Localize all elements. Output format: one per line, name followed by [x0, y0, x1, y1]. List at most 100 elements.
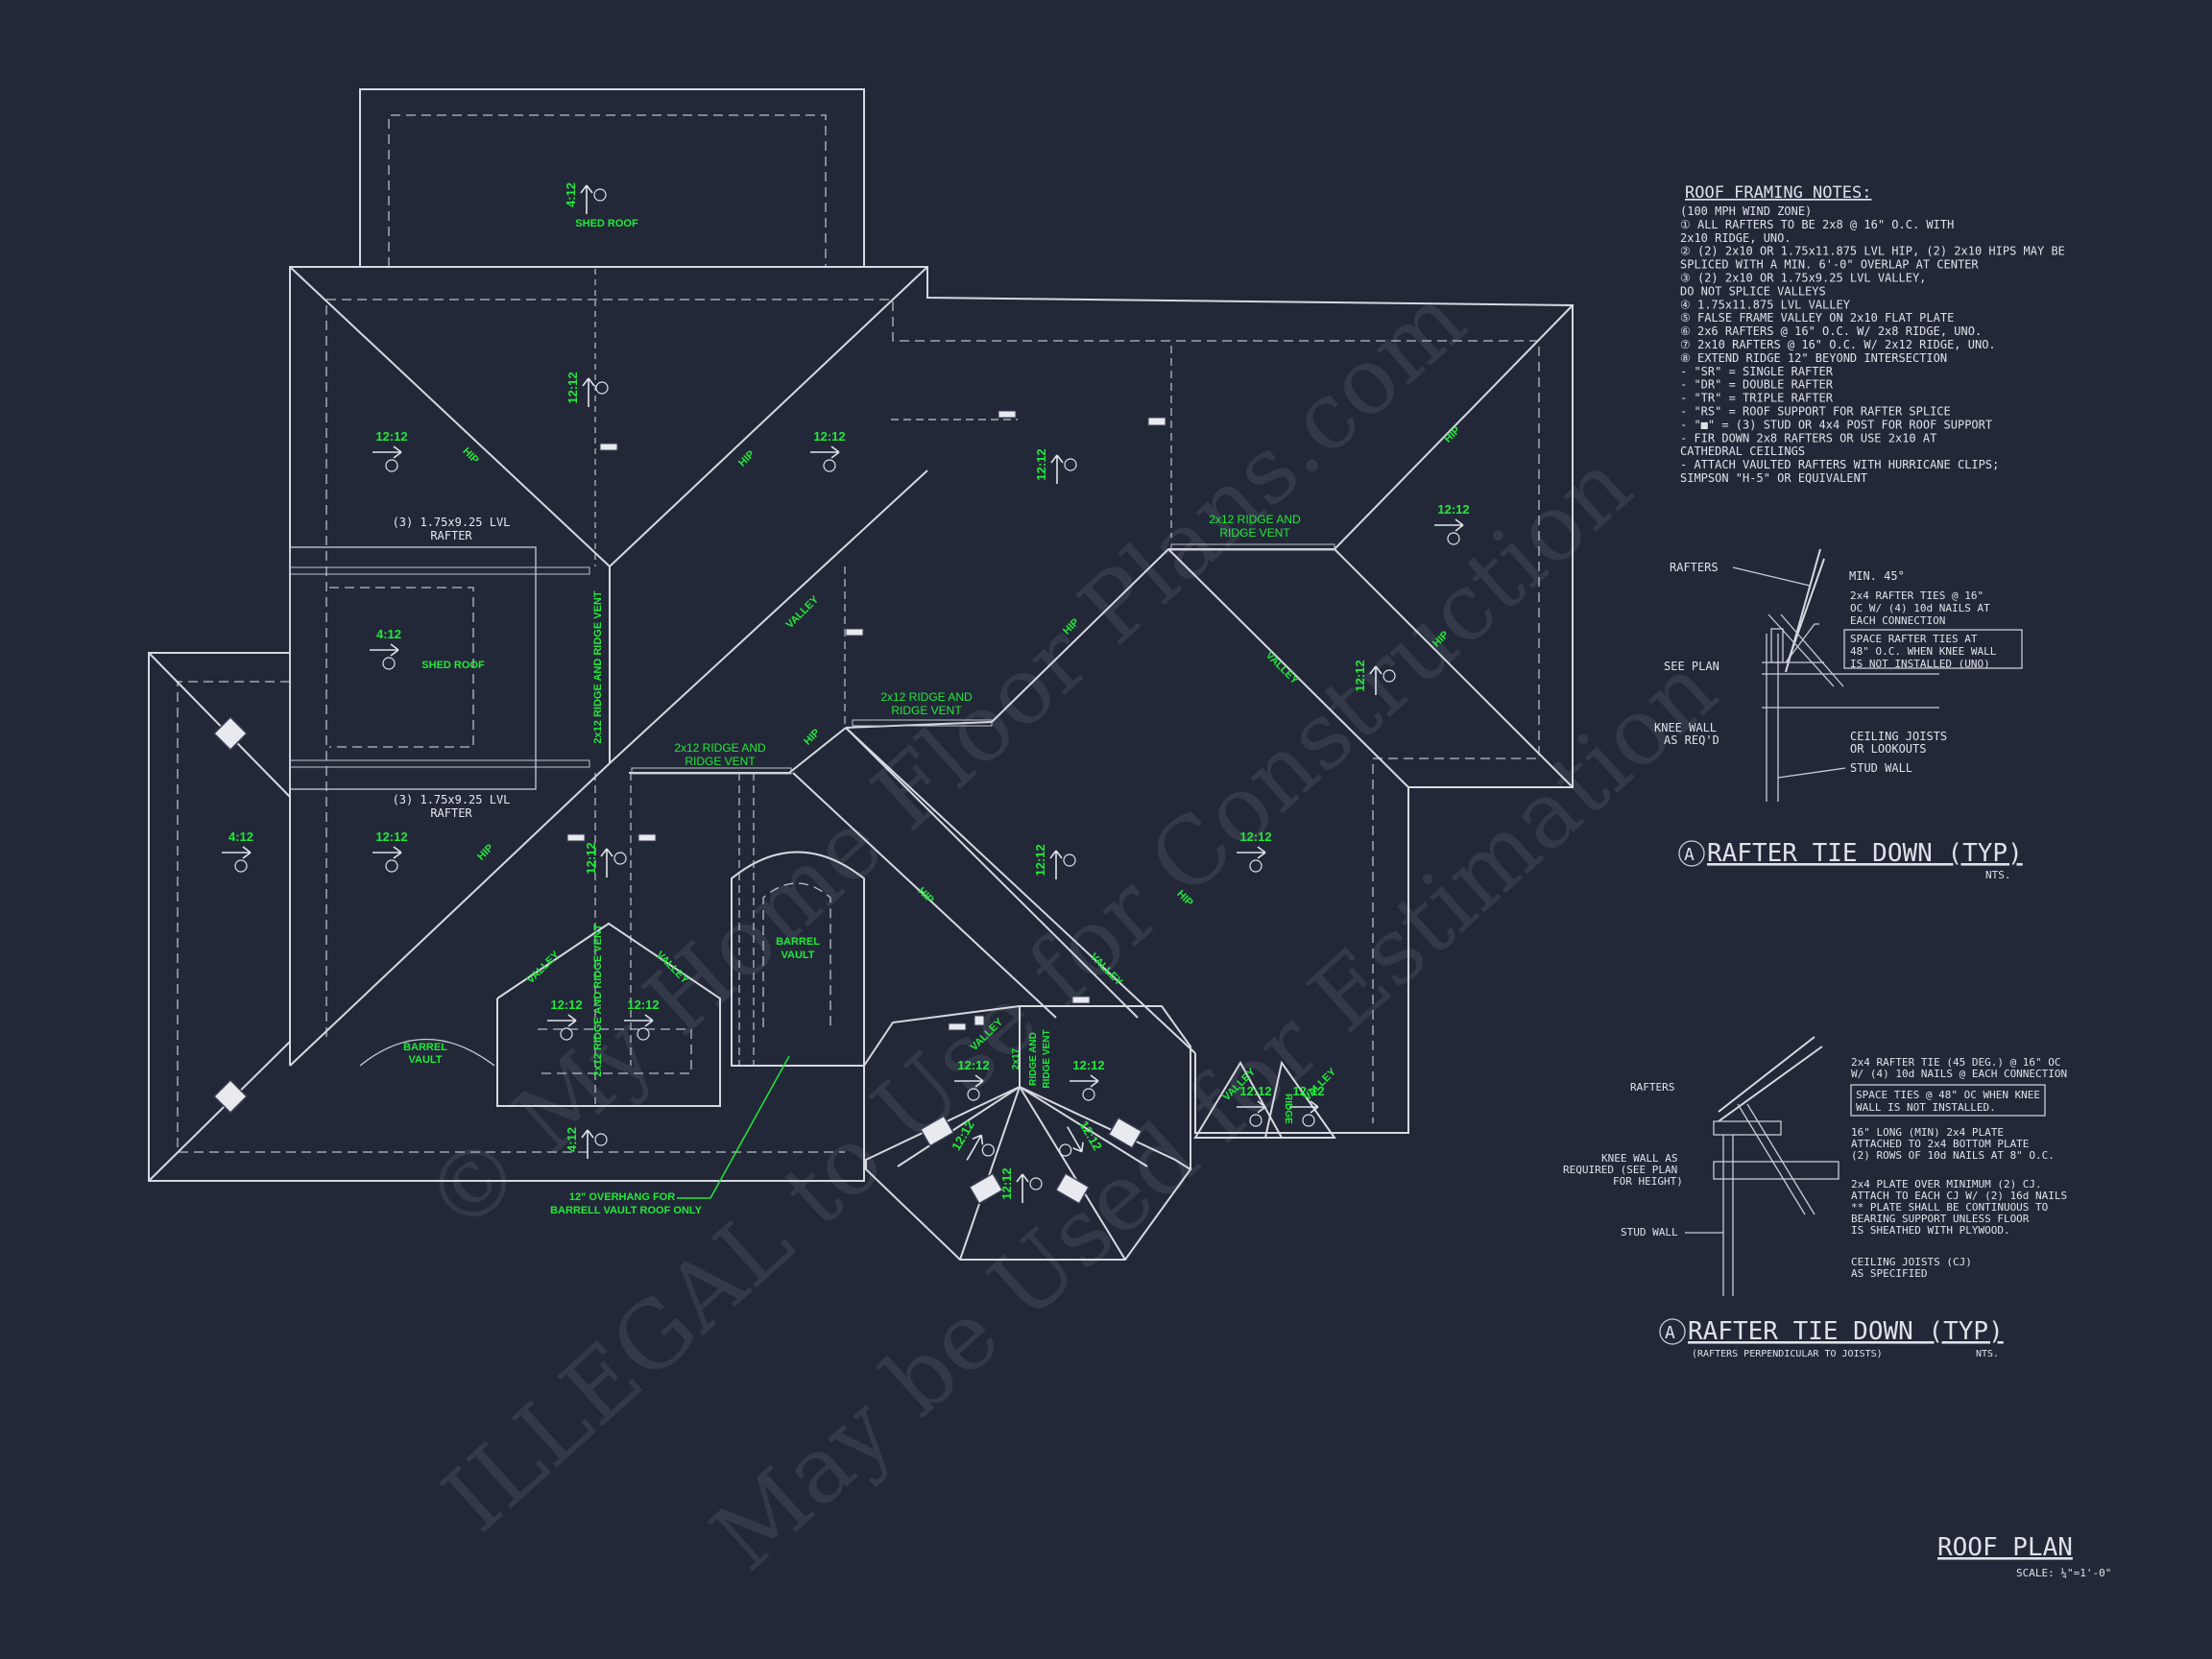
- d2-k2: REQUIRED (SEE PLAN: [1563, 1164, 1677, 1176]
- d1-ties-2: OC W/ (4) 10d NAILS AT: [1850, 602, 1990, 614]
- pitch-marker: 12:12: [373, 429, 408, 472]
- note-ref-icon: [1082, 1088, 1095, 1101]
- pitch-marker: 12:12: [565, 372, 609, 407]
- d2-p2: ATTACHED TO 2x4 BOTTOM PLATE: [1851, 1138, 2029, 1150]
- pitch-label: 12:12: [584, 842, 598, 874]
- detail-rafter-tie-down-2: RAFTERS 2x4 RAFTER TIE (45 DEG.) @ 16" O…: [1563, 1036, 2067, 1359]
- roof-framing-notes: ROOF FRAMING NOTES: (100 MPH WIND ZONE)①…: [1680, 183, 2065, 485]
- roof-outline: [148, 88, 1574, 1261]
- notes-title: ROOF FRAMING NOTES:: [1685, 183, 1871, 203]
- ridge-label: 2x12 RIDGE AND: [880, 690, 973, 704]
- lvl-annotation: (3) 1.75x9.25 LVL: [393, 793, 511, 806]
- d2-t1: 2x4 RAFTER TIE (45 DEG.) @ 16" OC: [1851, 1056, 2061, 1069]
- plan-label: VAULT: [781, 950, 814, 961]
- pitch-label: 12:12: [1033, 844, 1047, 876]
- note-line: SIMPSON "H-5" OR EQUIVALENT: [1680, 471, 1867, 485]
- lvl-annotation: RAFTER: [430, 806, 472, 820]
- pitch-marker: 12:12: [1289, 1084, 1325, 1127]
- note-line: CATHEDRAL CEILINGS: [1680, 445, 1805, 458]
- plan-label: BARREL: [776, 936, 820, 948]
- pitch-label: 4:12: [565, 1127, 579, 1152]
- d2-c1: CEILING JOISTS (CJ): [1851, 1256, 1972, 1268]
- pitch-label: 12:12: [813, 429, 845, 444]
- note-line: ① ALL RAFTERS TO BE 2x8 @ 16" O.C. WITH: [1680, 218, 1954, 231]
- d1-ties-3: EACH CONNECTION: [1850, 614, 1945, 627]
- arrow-icon: [1067, 1126, 1084, 1153]
- plan-label: 12" OVERHANG FOR: [569, 1191, 675, 1203]
- ridge-label: 2x12 RIDGE AND: [1209, 513, 1301, 526]
- note-line: - FIR DOWN 2x8 RAFTERS OR USE 2x10 AT: [1680, 431, 1936, 445]
- pitch-marker: 12:12: [373, 830, 408, 873]
- d2-subtitle: (RAFTERS PERPENDICULAR TO JOISTS): [1692, 1349, 1883, 1359]
- pitch-label: 12:12: [1437, 502, 1469, 517]
- note-line: ⑧ EXTEND RIDGE 12" BEYOND INTERSECTION: [1680, 351, 1947, 365]
- pitch-label: 4:12: [376, 627, 401, 641]
- plan-label: RIDGE AND: [1028, 1032, 1039, 1086]
- d1-title: RAFTER TIE DOWN (TYP): [1707, 839, 2023, 868]
- note-line: ⑥ 2x6 RAFTERS @ 16" O.C. W/ 2x8 RIDGE, U…: [1680, 325, 1982, 338]
- lvl-annotation: RAFTER: [430, 529, 472, 542]
- arrow-icon: [373, 445, 402, 459]
- d2-q3: ** PLATE SHALL BE CONTINUOUS TO: [1851, 1201, 2048, 1214]
- notes-list: (100 MPH WIND ZONE)① ALL RAFTERS TO BE 2…: [1680, 204, 2065, 485]
- note-line: - "■" = (3) STUD OR 4x4 POST FOR ROOF SU…: [1680, 418, 1992, 431]
- pitch-marker: 12:12: [584, 842, 627, 878]
- plan-label: 2x12 RIDGE AND RIDGE VENT: [592, 590, 604, 743]
- note-line: ② (2) 2x10 OR 1.75x11.875 LVL HIP, (2) 2…: [1680, 245, 2065, 258]
- detail-rafter-tie-down-1: RAFTERS MIN. 45° 2x4 RAFTER TIES @ 16" O…: [1654, 548, 2023, 881]
- d2-t2: W/ (4) 10d NAILS @ EACH CONNECTION: [1851, 1068, 2067, 1080]
- note-ref-icon: [595, 381, 609, 395]
- note-ref-icon: [967, 1088, 980, 1101]
- plan-label: RIDGE: [1283, 1094, 1293, 1124]
- note-line: - "DR" = DOUBLE RAFTER: [1680, 378, 1834, 392]
- d2-p3: (2) ROWS OF 10d NAILS AT 8" O.C.: [1851, 1149, 2055, 1162]
- note-line: ③ (2) 2x10 OR 1.75x9.25 LVL VALLEY,: [1680, 272, 1926, 285]
- plan-label: HIP: [1442, 424, 1462, 445]
- pitch-label: 12:12: [565, 372, 580, 403]
- pitch-label: 12:12: [1353, 660, 1367, 691]
- plan-label: VAULT: [408, 1054, 442, 1066]
- pitch-label: 12:12: [1239, 830, 1271, 844]
- note-ref-icon: [385, 459, 398, 472]
- d2-p1: 16" LONG (MIN) 2x4 PLATE: [1851, 1126, 2004, 1139]
- pitch-marker: 4:12: [565, 1127, 608, 1159]
- d1-knee-2: AS REQ'D: [1664, 733, 1719, 747]
- arrow-icon: [1070, 1074, 1099, 1088]
- pitch-marker: 12:12: [1434, 502, 1470, 545]
- d2-s1: SPACE TIES @ 48" OC WHEN KNEE: [1856, 1089, 2040, 1101]
- d1-see-plan: SEE PLAN: [1664, 660, 1719, 673]
- d1-min45-label: MIN. 45°: [1849, 569, 1905, 583]
- d2-stud: STUD WALL: [1621, 1226, 1678, 1238]
- plan-label: VALLEY: [525, 949, 563, 986]
- arrow-icon: [222, 846, 252, 859]
- arrow-icon: [580, 184, 593, 214]
- plan-label: HIP: [802, 727, 822, 747]
- plan-label: BARRELL VAULT ROOF ONLY: [550, 1205, 703, 1216]
- note-ref-icon: [1382, 669, 1396, 683]
- pitch-marker: 12:12: [547, 998, 583, 1041]
- d2-rafters: RAFTERS: [1630, 1081, 1674, 1094]
- note-ref-icon: [1063, 854, 1076, 867]
- d1-rafters-label: RAFTERS: [1670, 561, 1719, 574]
- note-line: - ATTACH VAULTED RAFTERS WITH HURRICANE …: [1680, 458, 1999, 471]
- plan-label: 2x12 RIDGE AND RIDGE VENT: [592, 924, 604, 1076]
- note-line: - "SR" = SINGLE RAFTER: [1680, 365, 1834, 378]
- plan-label: HIP: [475, 842, 495, 862]
- pitch-marker: 12:12: [954, 1058, 990, 1101]
- pitch-marker: 4:12: [222, 830, 253, 873]
- pitch-label: 12:12: [1292, 1084, 1324, 1098]
- d2-k3: FOR HEIGHT): [1613, 1175, 1683, 1188]
- note-ref-icon: [1249, 859, 1262, 873]
- d2-q1: 2x4 PLATE OVER MINIMUM (2) CJ.: [1851, 1178, 2042, 1190]
- note-line: - "RS" = ROOF SUPPORT FOR RAFTER SPLICE: [1680, 405, 1951, 419]
- pitch-label: 12:12: [1076, 1118, 1105, 1153]
- arrow-icon: [582, 377, 595, 407]
- ridge-label: RIDGE VENT: [1219, 526, 1290, 540]
- d2-title: RAFTER TIE DOWN (TYP): [1688, 1317, 2004, 1346]
- pitch-label: 12:12: [999, 1167, 1014, 1199]
- note-ref-icon: [1059, 1143, 1072, 1157]
- pitch-marker: 12:12: [1070, 1058, 1105, 1101]
